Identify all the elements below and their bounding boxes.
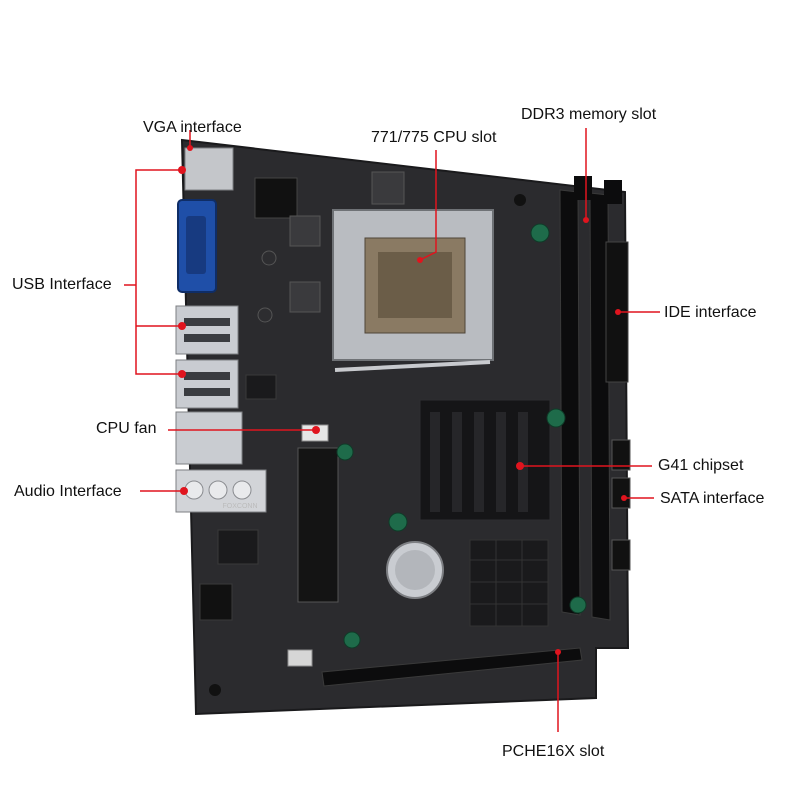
label-cpu-fan: CPU fan [96,420,157,437]
callout-dot [178,370,186,378]
callout-dot [417,257,423,263]
sata-connector [611,477,631,509]
cpu-socket-pins [378,252,452,318]
connector-header [199,583,233,621]
heatsink-fin [496,412,506,512]
usb-port-upper-slot [184,318,230,326]
vrm-choke [289,281,321,313]
callout-dot [555,649,561,655]
callout-dot [583,217,589,223]
board-marking: FOXCONN [223,503,258,510]
capacitor [343,631,361,649]
capacitor [546,408,566,428]
southbridge-heatsink [469,539,549,627]
lan-port [175,411,243,465]
capacitor [257,307,273,323]
mounting-hole [209,684,221,696]
label-pcie-slot: PCHE16X slot [502,743,605,760]
chip [217,529,259,565]
usb-port-lower [175,359,239,409]
callout-usb [124,169,180,375]
label-audio-interface: Audio Interface [14,483,122,500]
audio-jack [232,480,252,500]
top-io-connector [184,147,234,191]
label-cpu-slot: 771/775 CPU slot [371,129,497,146]
callout-dot [180,487,188,495]
capacitor [336,443,354,461]
aux-power-connector [254,177,298,219]
audio-jack [208,480,228,500]
usb-port-upper [175,305,239,355]
callout-dot [516,462,524,470]
label-ide-interface: IDE interface [664,304,757,321]
atx-power-connector [297,447,339,603]
ddr3-clip [574,176,592,200]
cpu-socket-lever [334,360,491,372]
label-g41-chipset: G41 chipset [658,457,744,474]
label-usb-interface: USB Interface [12,276,112,293]
chip [245,374,277,400]
usb-port-lower-slot [184,372,230,380]
heatsink-fin [474,412,484,512]
cmos-battery-inner [395,550,435,590]
capacitor [569,596,587,614]
heatsink-fin [452,412,462,512]
vrm-choke [371,171,405,205]
label-ddr3-memory-slot: DDR3 memory slot [521,106,657,123]
callout-dot [178,166,186,174]
callout-dot [178,322,186,330]
callout-lines [124,128,660,732]
callout-dot [312,426,320,434]
usb-port-upper-slot [184,334,230,342]
sata-connector [611,539,631,571]
heatsink-fin [518,412,528,512]
connector-header [287,649,313,667]
mounting-hole [514,194,526,206]
callout-dot [615,309,621,315]
vrm-choke [289,215,321,247]
sata-connector [611,439,631,471]
pcie-x16-slot [321,647,583,687]
ddr3-slot [559,189,581,616]
callout-dot [621,495,627,501]
label-vga-interface: VGA interface [143,119,242,136]
callout-dots [178,145,627,655]
callout-dot [187,145,193,151]
usb-port-lower-slot [184,388,230,396]
callout-cpu-slot [419,150,437,261]
capacitor [388,512,408,532]
ddr3-slot [589,192,611,621]
capacitor [261,250,277,266]
capacitor [530,223,550,243]
vga-port-face [186,216,206,274]
g41-chipset-heatsink [419,399,551,521]
ddr3-clip [604,180,622,204]
heatsink-fin [430,412,440,512]
label-sata-interface: SATA interface [660,490,765,507]
